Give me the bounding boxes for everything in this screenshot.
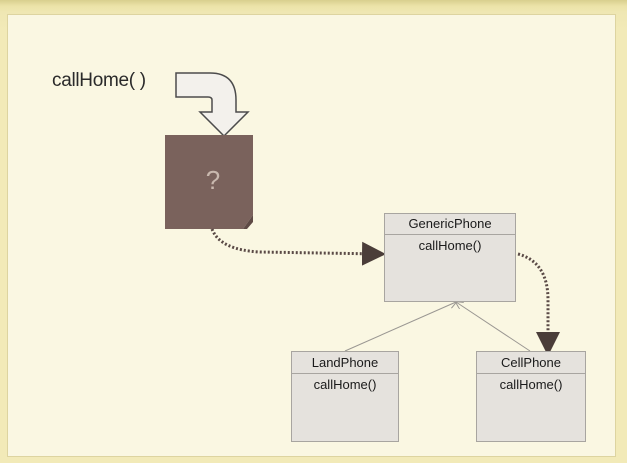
black-box-shade bbox=[243, 215, 253, 229]
class-method: callHome() bbox=[313, 377, 377, 392]
black-box-icon bbox=[165, 135, 253, 229]
class-method: callHome() bbox=[499, 377, 563, 392]
unknown-symbol: ? bbox=[205, 165, 221, 195]
call-home-label: callHome( ) bbox=[52, 70, 146, 91]
inheritance-line-land bbox=[344, 302, 456, 352]
class-method: callHome() bbox=[418, 238, 482, 253]
class-name: LandPhone bbox=[292, 352, 398, 374]
call-arrow bbox=[175, 72, 250, 138]
class-generic-phone: GenericPhone callHome() bbox=[384, 213, 516, 302]
polymorphic-dispatch-arrow bbox=[517, 252, 560, 356]
class-land-phone: LandPhone callHome() bbox=[291, 351, 399, 442]
inheritance-line-cell bbox=[456, 302, 531, 352]
class-name: GenericPhone bbox=[385, 214, 515, 235]
class-name: CellPhone bbox=[477, 352, 585, 374]
dispatch-arrow bbox=[210, 228, 386, 266]
class-cell-phone: CellPhone callHome() bbox=[476, 351, 586, 442]
